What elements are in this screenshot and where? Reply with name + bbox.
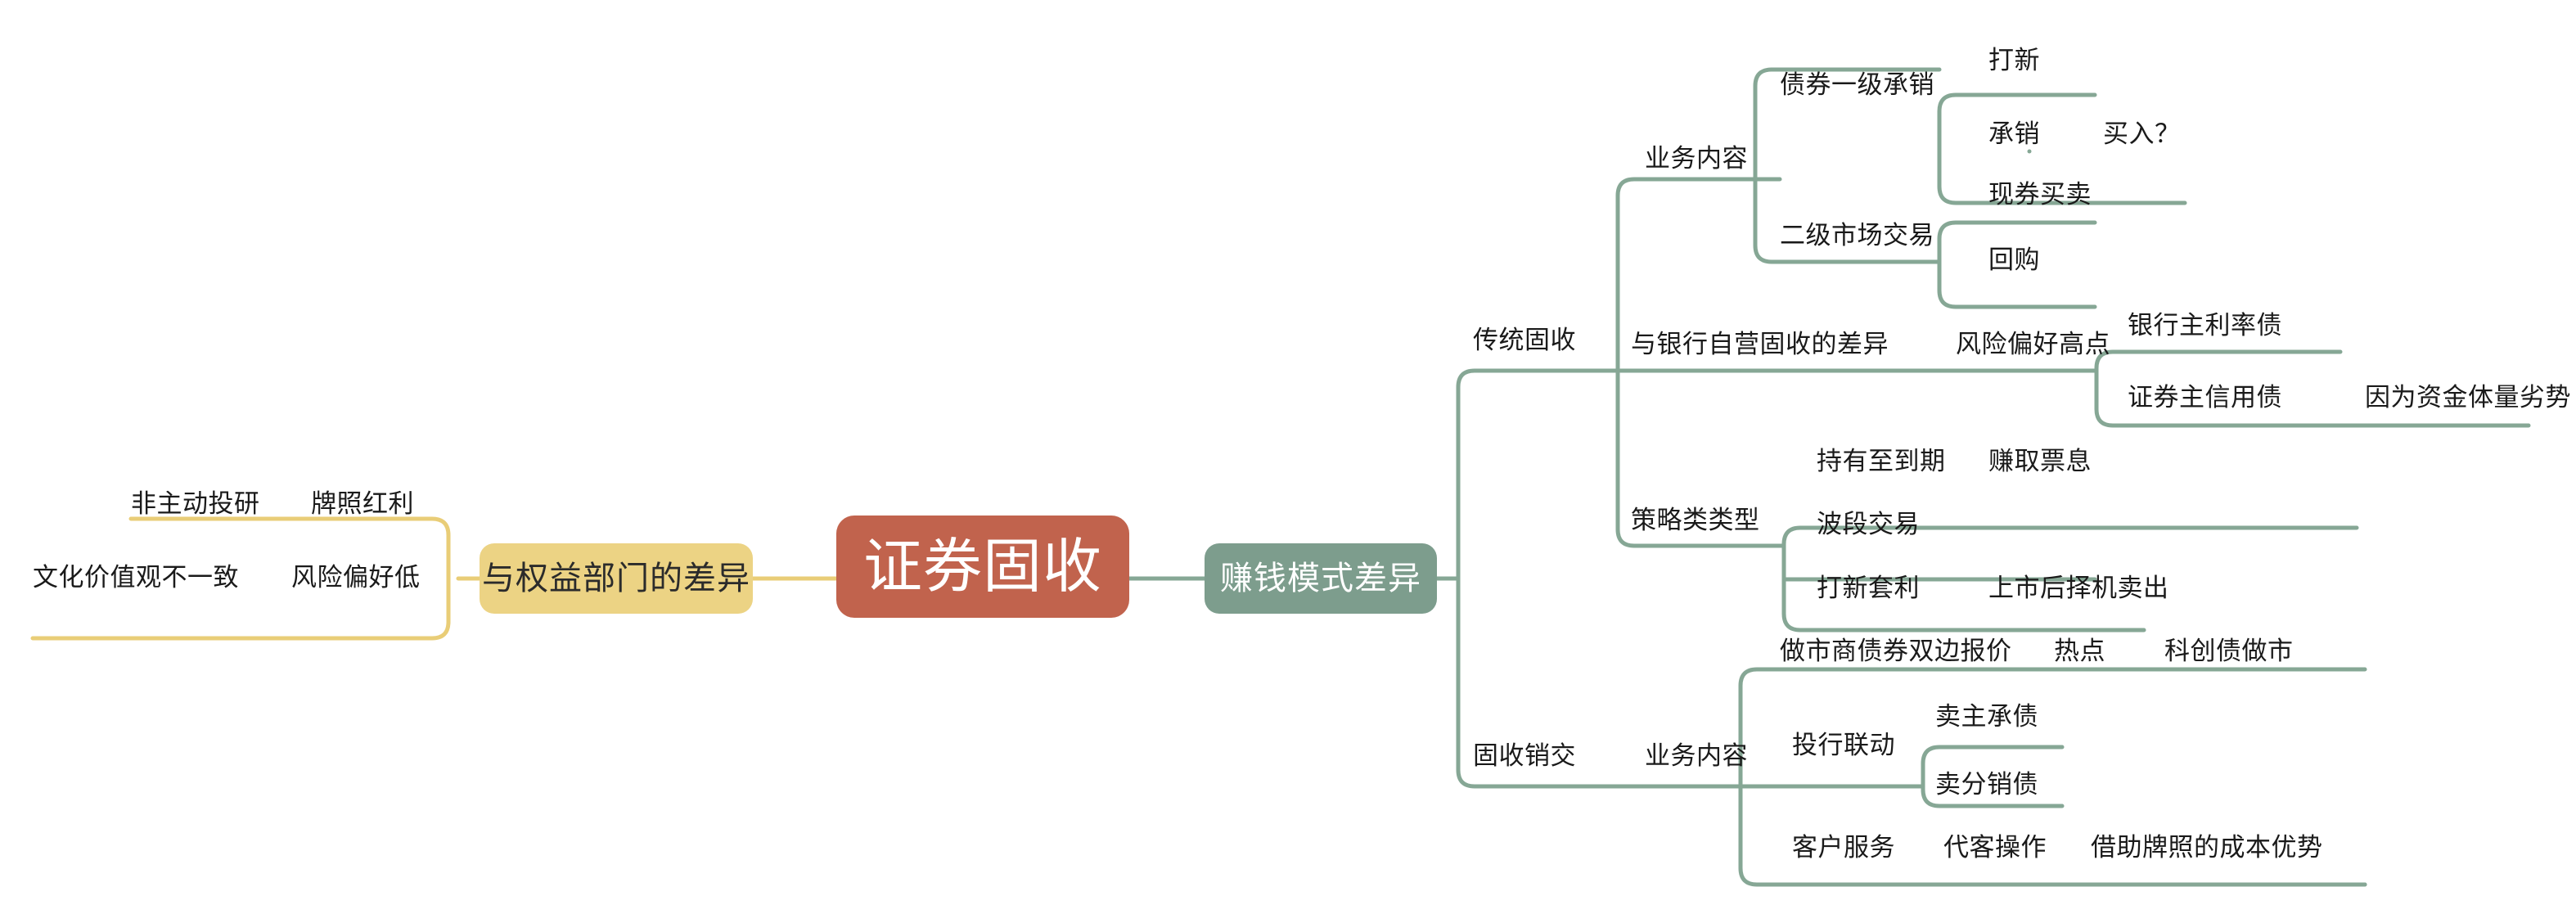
node-new-issue-arbitrage[interactable]: 打新套利 — [1817, 574, 1920, 602]
node-bond-primary-underwriting[interactable]: 债券一级承销 — [1780, 70, 1934, 99]
node-sell-after-listing[interactable]: 上市后择机卖出 — [1988, 574, 2169, 602]
node-swing-trading[interactable]: 波段交易 — [1817, 510, 1920, 538]
node-difference-vs-bank-proprietary[interactable]: 与银行自营固收的差异 — [1631, 330, 1889, 358]
node-repo[interactable]: 回购 — [1988, 245, 2040, 274]
node-underwriting[interactable]: 承销 — [1988, 119, 2040, 148]
node-license-dividend[interactable]: 牌照红利 — [311, 489, 414, 518]
node-sell-distributed-bond[interactable]: 卖分销债 — [1935, 770, 2038, 799]
node-hold-to-maturity[interactable]: 持有至到期 — [1817, 447, 1946, 475]
node-high-risk-appetite[interactable]: 风险偏好高点 — [1956, 330, 2110, 358]
node-sci-tech-bond-market-making[interactable]: 科创债做市 — [2164, 637, 2294, 665]
node-capital-scale-disadvantage[interactable]: 因为资金体量劣势 — [2365, 383, 2571, 412]
node-business-content-2[interactable]: 业务内容 — [1645, 741, 1748, 770]
node-proxy-operation[interactable]: 代客操作 — [1943, 833, 2047, 862]
node-spot-bond-trading[interactable]: 现券买卖 — [1988, 180, 2092, 209]
node-low-risk-appetite[interactable]: 风险偏好低 — [291, 563, 421, 592]
node-buy-question[interactable]: 买入？ — [2103, 119, 2181, 148]
node-culture-value-mismatch[interactable]: 文化价值观不一致 — [33, 563, 239, 592]
node-license-cost-advantage[interactable]: 借助牌照的成本优势 — [2091, 833, 2323, 862]
node-hot-topic[interactable]: 热点 — [2054, 637, 2105, 665]
root-node[interactable]: 证券固收 — [836, 516, 1129, 618]
node-non-active-research[interactable]: 非主动投研 — [131, 489, 260, 518]
node-investment-bank-linkage[interactable]: 投行联动 — [1792, 731, 1895, 759]
node-traditional-fixed-income[interactable]: 传统固收 — [1473, 326, 1576, 354]
branch-node-profit-model-difference[interactable]: 赚钱模式差异 — [1205, 543, 1437, 614]
node-fixed-income-sales-trading[interactable]: 固收销交 — [1473, 741, 1576, 770]
node-new-issue-subscription[interactable]: 打新 — [1988, 46, 2040, 74]
node-strategy-types[interactable]: 策略类类型 — [1631, 506, 1760, 534]
node-securities-credit-bonds[interactable]: 证券主信用债 — [2128, 383, 2282, 412]
node-customer-service[interactable]: 客户服务 — [1792, 833, 1895, 862]
node-market-maker-two-way-quote[interactable]: 做市商债券双边报价 — [1780, 637, 2012, 665]
branch-node-equity-difference[interactable]: 与权益部门的差异 — [480, 543, 753, 614]
node-earn-coupon[interactable]: 赚取票息 — [1988, 447, 2092, 475]
node-bank-rate-bonds[interactable]: 银行主利率债 — [2128, 311, 2282, 340]
node-sell-lead-underwritten-bond[interactable]: 卖主承债 — [1935, 702, 2038, 731]
node-business-content-1[interactable]: 业务内容 — [1645, 144, 1748, 173]
node-secondary-market-trading[interactable]: 二级市场交易 — [1780, 221, 1934, 250]
